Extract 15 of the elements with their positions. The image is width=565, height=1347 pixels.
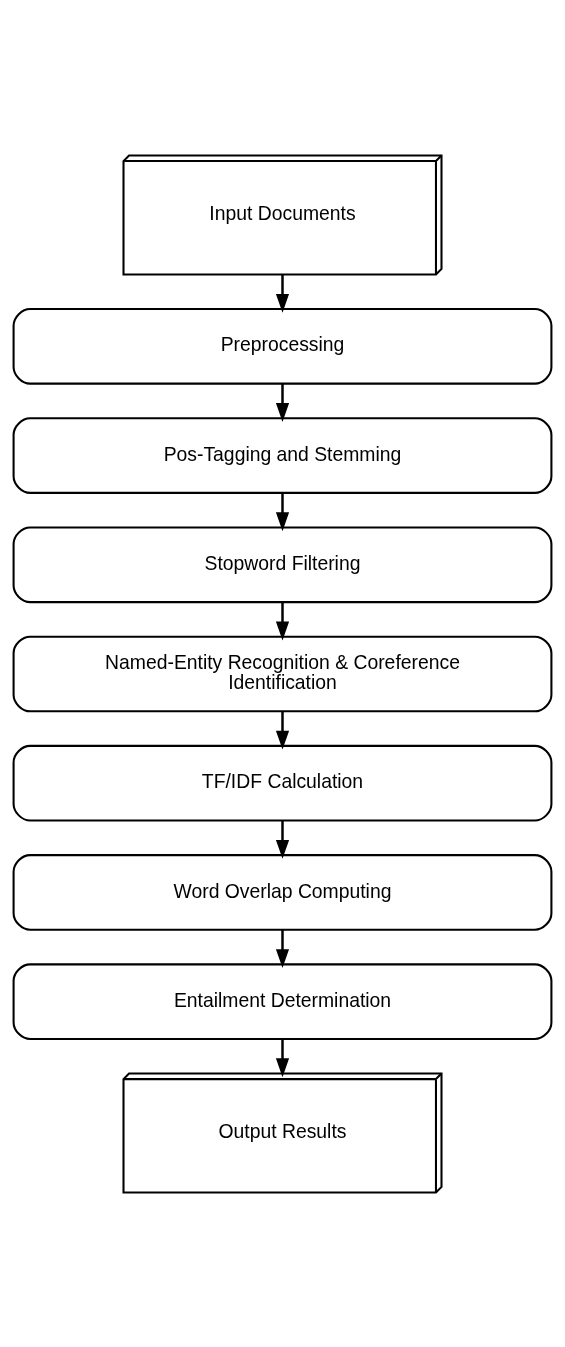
node-box: Stopword Filtering	[12, 525, 553, 603]
arrow	[275, 710, 290, 750]
arrow	[275, 820, 290, 859]
arrow	[275, 929, 290, 968]
arrow	[275, 601, 290, 640]
node-box: TF/IDF Calculation	[12, 744, 553, 822]
node-box: Named-Entity Recognition & Coreference Identification	[12, 635, 553, 712]
arrow	[275, 383, 290, 422]
node-box: Pos-Tagging and Stemming	[12, 416, 553, 494]
node-box: Word Overlap Computing	[12, 853, 553, 931]
arrow	[275, 274, 290, 313]
node-box: Preprocessing	[12, 307, 553, 385]
arrow	[275, 1039, 290, 1077]
node-box: Entailment Determination	[12, 962, 553, 1040]
arrow	[275, 492, 290, 531]
